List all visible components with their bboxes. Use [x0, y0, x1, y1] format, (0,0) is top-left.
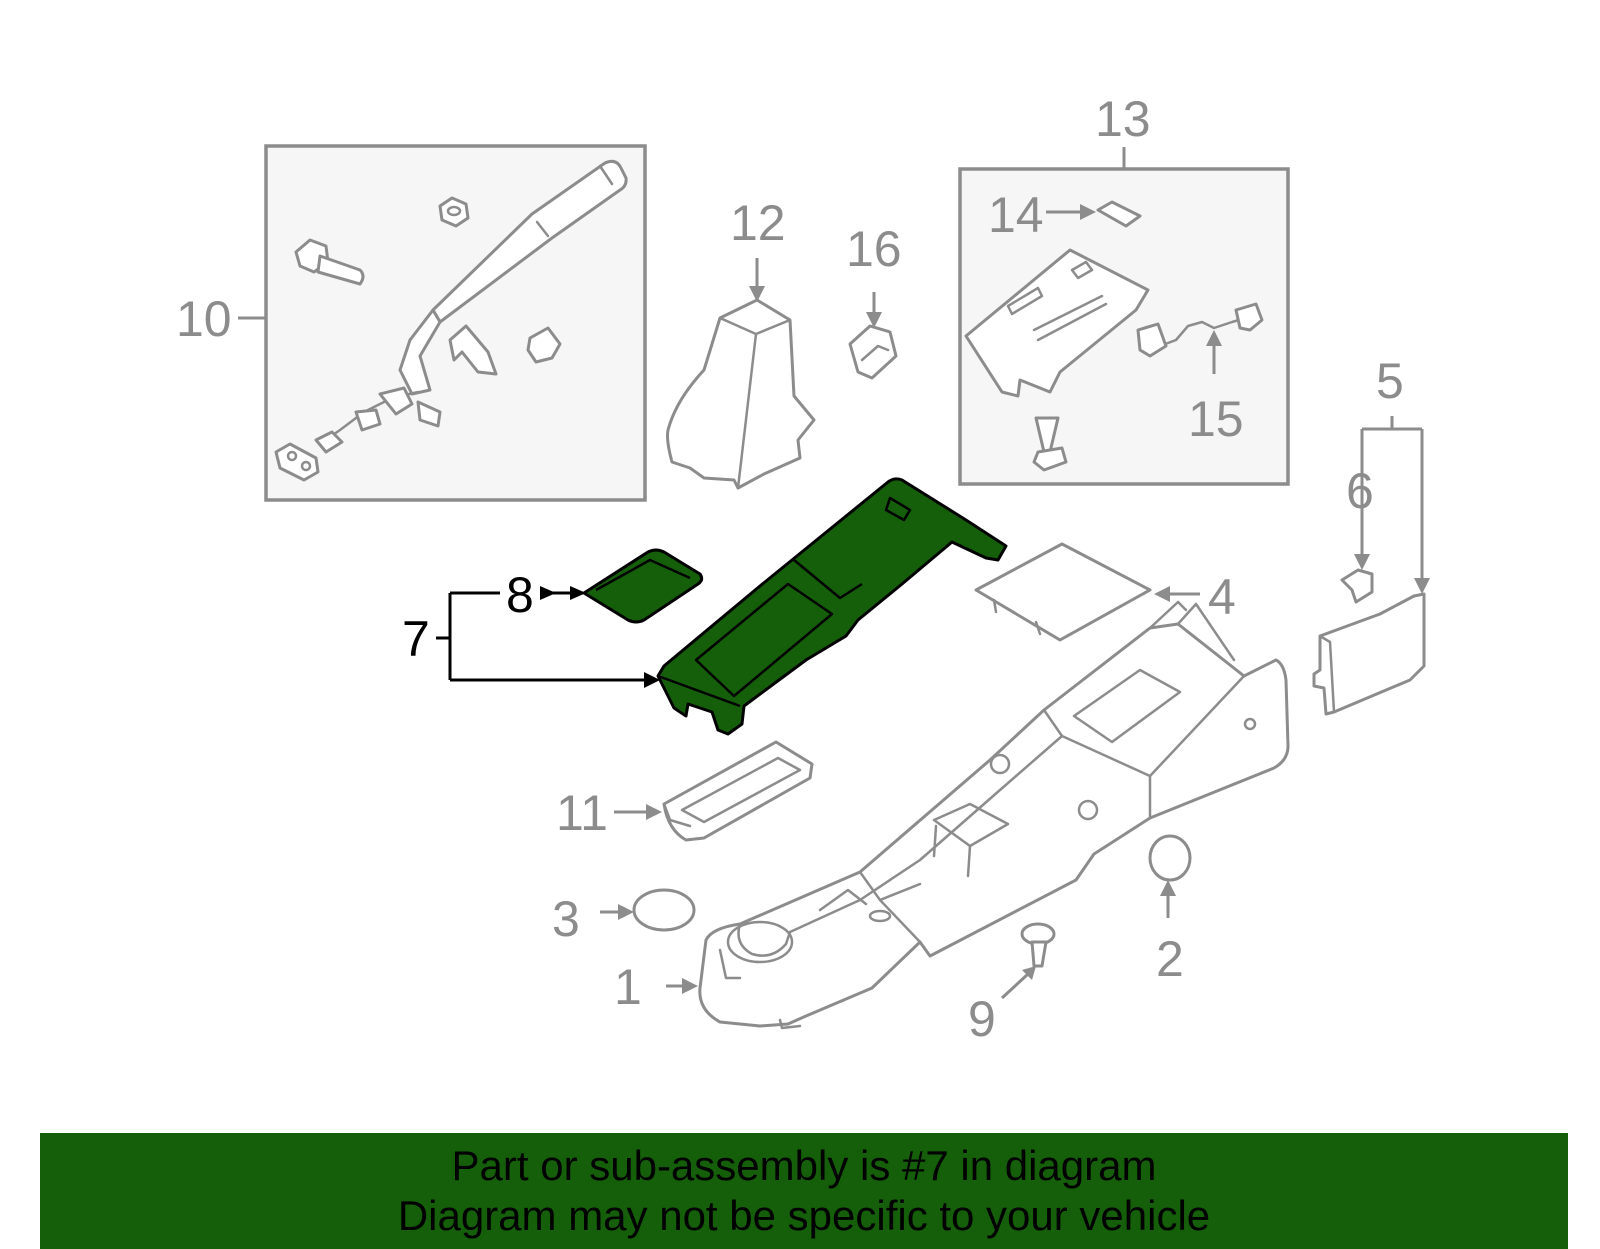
callout-11[interactable]: 11 — [556, 785, 608, 841]
part-10-clip — [526, 326, 562, 364]
callout-14[interactable]: 14 — [988, 187, 1044, 243]
callout-6[interactable]: 6 — [1346, 463, 1374, 519]
part-10-lever-body — [398, 308, 442, 396]
part-5-side-panel[interactable] — [1312, 592, 1426, 716]
part-3-ring[interactable] — [632, 888, 696, 932]
callout-4[interactable]: 4 — [1208, 569, 1236, 625]
callout-15[interactable]: 15 — [1188, 391, 1244, 447]
callout-3[interactable]: 3 — [552, 891, 580, 947]
callout-13[interactable]: 13 — [1095, 91, 1151, 147]
part-15-harness[interactable] — [1158, 316, 1248, 348]
callout-5[interactable]: 5 — [1376, 353, 1404, 409]
part-10-nut — [438, 196, 470, 228]
part-2-plug[interactable] — [1148, 834, 1192, 882]
banner-line-disclaimer: Diagram may not be specific to your vehi… — [397, 1192, 1211, 1239]
part-13-group[interactable] — [958, 167, 1290, 486]
callout-2[interactable]: 2 — [1156, 931, 1184, 987]
part-14-bulb[interactable] — [1096, 200, 1142, 228]
callout-10[interactable]: 10 — [176, 291, 232, 347]
part-11-tray[interactable] — [662, 740, 814, 842]
part-4-pad[interactable] — [974, 542, 1152, 642]
callout-16[interactable]: 16 — [846, 221, 902, 277]
part-8-lid-insert[interactable] — [582, 548, 704, 624]
callout-1[interactable]: 1 — [614, 959, 642, 1015]
part-12-shift-boot[interactable] — [666, 298, 816, 490]
part-1-console-body[interactable] — [698, 600, 1290, 1030]
callout-12[interactable]: 12 — [730, 195, 786, 251]
part-6-clip[interactable] — [1340, 568, 1374, 604]
part-13-bezel — [964, 248, 1150, 398]
part-16-clip[interactable] — [848, 324, 898, 380]
part-10-group[interactable] — [264, 144, 647, 502]
part-7-console-lid[interactable] — [656, 477, 1008, 736]
part-9-push-clip[interactable] — [1020, 922, 1056, 968]
callout-8[interactable]: 8 — [506, 567, 534, 623]
callout-7[interactable]: 7 — [402, 611, 430, 667]
part-10-lever — [431, 159, 628, 324]
info-banner: Part or sub-assembly is #7 in diagram Di… — [40, 1133, 1568, 1249]
banner-line-part: Part or sub-assembly is #7 in diagram — [451, 1142, 1157, 1189]
callout-9[interactable]: 9 — [968, 991, 996, 1047]
